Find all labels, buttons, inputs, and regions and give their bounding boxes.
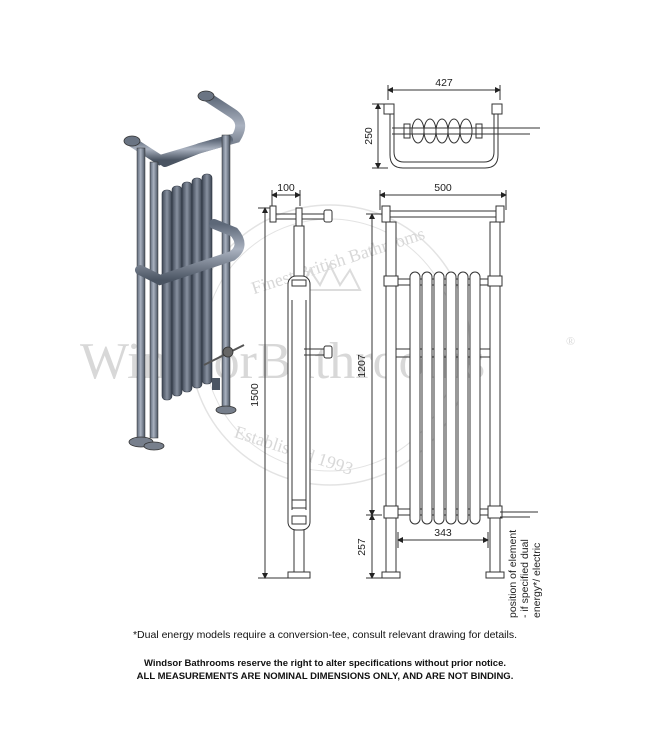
dim-plan-depth: 250 <box>363 127 375 145</box>
dim-plan-width: 427 <box>435 77 453 89</box>
nominal-dimensions-notice: ALL MEASUREMENTS ARE NOMINAL DIMENSIONS … <box>136 671 514 682</box>
crown-icon <box>298 262 362 291</box>
dim-inlet-height: 257 <box>356 538 368 556</box>
watermark-ring-top: Finest British Bathrooms <box>249 223 427 298</box>
element-position-note: position of element - if specified dual … <box>507 530 543 618</box>
radiator-columns <box>161 173 213 401</box>
element-note-line3: energy*/ electric <box>531 543 543 618</box>
element-note-line1: position of element <box>507 530 519 618</box>
reserve-right-notice: Windsor Bathrooms reserve the right to a… <box>143 658 507 669</box>
side-view <box>258 190 333 579</box>
element-note-line2: - if specified dual <box>519 539 531 618</box>
watermark-registered: ® <box>566 334 575 348</box>
front-view <box>366 190 538 579</box>
plan-view <box>372 85 540 169</box>
dim-front-width: 500 <box>434 182 452 194</box>
dim-rail-height: 1207 <box>356 354 368 378</box>
dim-front-bottom: 343 <box>434 527 452 539</box>
dual-energy-footnote: *Dual energy models require a conversion… <box>132 629 518 641</box>
technical-drawing: WindsorBathrooms ® Finest British Bathro… <box>80 77 575 618</box>
dim-side-depth: 100 <box>277 182 295 194</box>
isometric-radiator-view <box>123 90 246 451</box>
dim-side-height: 1500 <box>249 383 261 407</box>
